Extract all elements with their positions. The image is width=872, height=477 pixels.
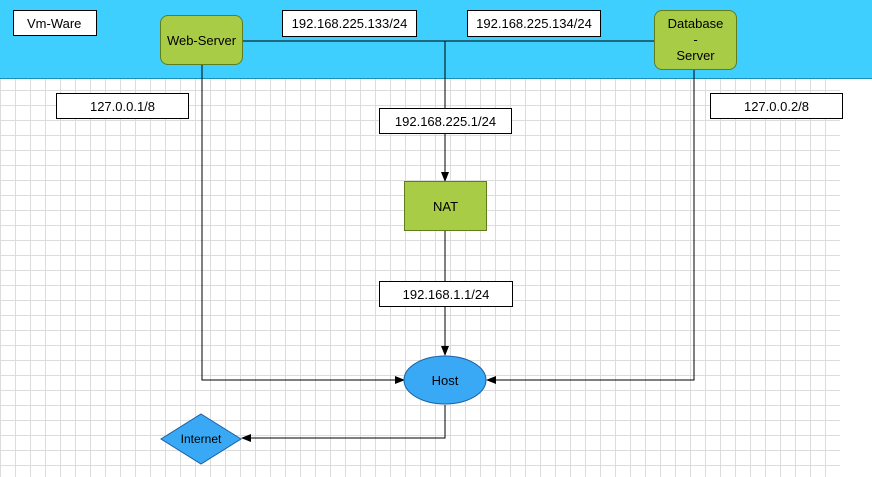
web-loopback-label: 127.0.0.1/8 [56,93,189,119]
web-to-host-line [201,65,405,384]
nat-ip-label: 192.168.1.1/24 [379,281,513,307]
internet-node [160,413,242,465]
web-ip-label: 192.168.225.133/24 [282,10,417,37]
gateway-ip-label: 192.168.225.1/24 [379,108,512,134]
db-loopback-label: 127.0.0.2/8 [710,93,843,119]
internet-label: Internet [180,432,222,446]
database-server-node: Database - Server [654,10,737,70]
database-label-line3: Server [676,48,715,63]
database-label-line1: Database [667,16,724,31]
database-label-line2: - [693,32,698,47]
web-server-node: Web-Server [160,15,243,65]
host-label: Host [431,372,459,388]
vmware-label: Vm-Ware [13,10,97,36]
db-to-host-line [486,70,695,384]
nat-node: NAT [404,181,487,231]
db-ip-label: 192.168.225.134/24 [467,10,601,37]
host-to-internet-line [241,405,446,442]
host-node [403,355,487,405]
